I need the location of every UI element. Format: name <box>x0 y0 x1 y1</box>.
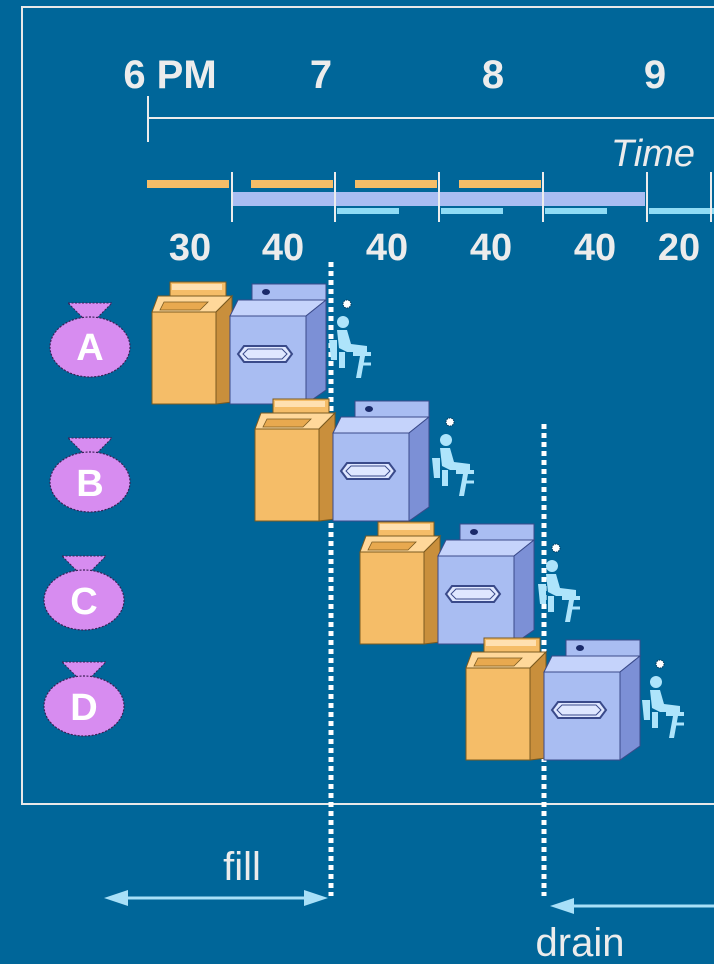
hour-label-7: 7 <box>310 53 332 97</box>
hour-label-8: 8 <box>482 53 504 97</box>
hour-label-9: 9 <box>644 53 666 97</box>
person-folding-icon <box>430 416 476 498</box>
dryer-icon <box>437 523 535 645</box>
fold-bar <box>545 208 607 214</box>
load-label-d: D <box>70 687 97 729</box>
drain-arrow <box>550 898 714 914</box>
fill-arrow <box>104 890 328 906</box>
wash-bar <box>251 180 333 188</box>
load-row-a: A <box>49 281 373 405</box>
load-label-c: C <box>70 581 97 623</box>
diagram-frame <box>21 6 714 805</box>
dryer-icon <box>332 400 430 522</box>
drain-label: drain <box>536 921 625 964</box>
arrow-head-left <box>104 890 128 906</box>
dryer-icon <box>229 283 327 405</box>
fold-bar <box>649 208 714 214</box>
person-folding-icon <box>536 542 582 624</box>
person-folding-icon <box>327 298 373 380</box>
load-row-b: B <box>49 398 476 522</box>
load-row-c: C <box>43 521 582 645</box>
wash-bar <box>459 180 541 188</box>
duration-label: 40 <box>262 227 304 269</box>
load-label-b: B <box>76 463 103 505</box>
load-label-a: A <box>76 327 103 369</box>
dryer-icon <box>543 639 641 761</box>
person-folding-icon <box>640 658 686 740</box>
duration-label: 40 <box>366 227 408 269</box>
hour-label-6pm: 6 PM <box>123 53 216 97</box>
stage-bars <box>147 172 714 222</box>
duration-label: 40 <box>470 227 512 269</box>
wash-bar <box>355 180 437 188</box>
washer-icon <box>359 521 441 645</box>
arrow-head-left <box>550 898 574 914</box>
load-row-d: D <box>43 637 686 761</box>
fill-label: fill <box>223 845 261 889</box>
washer-icon <box>151 281 233 405</box>
duration-label: 40 <box>574 227 616 269</box>
washer-icon <box>465 637 547 761</box>
duration-label: 30 <box>169 227 211 269</box>
wash-bar <box>147 180 229 188</box>
fold-bar <box>441 208 503 214</box>
time-axis-label: Time <box>611 133 695 175</box>
fold-bar <box>337 208 399 214</box>
duration-label: 20 <box>658 227 700 269</box>
washer-icon <box>254 398 336 522</box>
arrow-head-right <box>304 890 328 906</box>
